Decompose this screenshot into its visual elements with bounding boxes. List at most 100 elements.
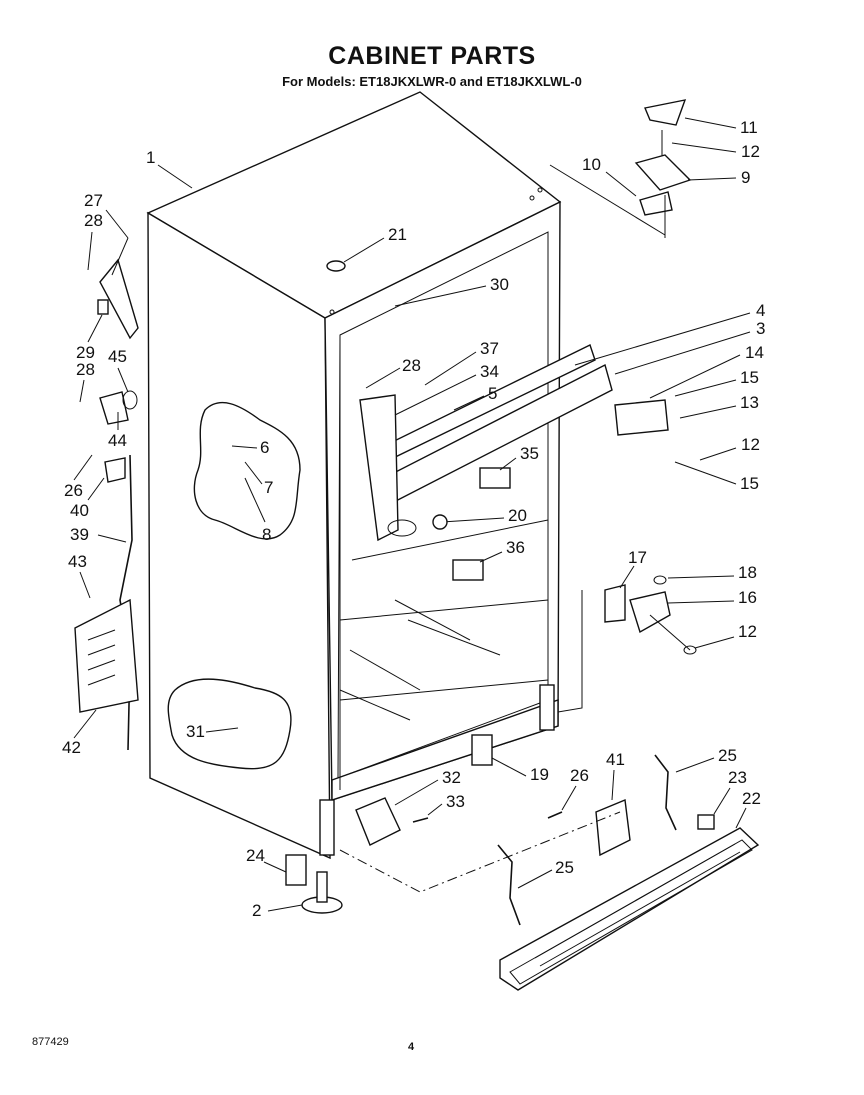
callout-3: 3 <box>614 319 765 375</box>
side-cutout-upper <box>193 401 301 540</box>
hinge-bar-assembly <box>359 344 669 581</box>
callout-label-15a: 15 <box>740 368 759 387</box>
callout-label-10: 10 <box>582 155 601 174</box>
callout-26a: 26 <box>561 766 589 811</box>
callout-label-12a: 12 <box>741 142 760 161</box>
diagram-subtitle: For Models: ET18JKXLWR-0 and ET18JKXLWL-… <box>282 74 582 89</box>
callout-12b: 12 <box>699 435 760 461</box>
callout-label-34: 34 <box>480 362 499 381</box>
callout-12c: 12 <box>694 622 757 649</box>
callout-label-15b: 15 <box>740 474 759 493</box>
callout-label-26b: 26 <box>64 481 83 500</box>
callout-label-20: 20 <box>508 506 527 525</box>
callout-label-43: 43 <box>68 552 87 571</box>
callout-4: 4 <box>574 301 765 366</box>
callout-label-42: 42 <box>62 738 81 757</box>
callout-25b: 25 <box>517 858 574 889</box>
callout-45: 45 <box>108 347 129 393</box>
callout-label-18: 18 <box>738 563 757 582</box>
callout-32: 32 <box>394 768 461 806</box>
callout-label-44: 44 <box>108 431 127 450</box>
callout-label-1: 1 <box>146 148 155 167</box>
callout-label-22: 22 <box>742 789 761 808</box>
callout-label-41: 41 <box>606 750 625 769</box>
callout-label-40: 40 <box>70 501 89 520</box>
callout-label-45: 45 <box>108 347 127 366</box>
callout-label-30: 30 <box>490 275 509 294</box>
page-number: 4 <box>408 1041 415 1053</box>
callout-33: 33 <box>427 792 465 816</box>
callout-14: 14 <box>649 343 764 399</box>
callout-label-28c: 28 <box>402 356 421 375</box>
callout-label-5: 5 <box>488 384 497 403</box>
callout-41: 41 <box>606 750 625 801</box>
callout-23: 23 <box>713 768 747 815</box>
callout-39: 39 <box>70 525 127 544</box>
callout-label-14: 14 <box>745 343 764 362</box>
callout-28a: 28 <box>84 211 103 271</box>
side-cutout-lower <box>167 678 292 770</box>
callout-label-16: 16 <box>738 588 757 607</box>
callout-label-4: 4 <box>756 301 765 320</box>
callout-16: 16 <box>667 588 757 607</box>
callout-label-23: 23 <box>728 768 747 787</box>
callout-label-33: 33 <box>446 792 465 811</box>
callout-40: 40 <box>70 477 105 520</box>
callout-21: 21 <box>326 225 407 272</box>
callout-label-28b: 28 <box>76 360 95 379</box>
callout-17: 17 <box>619 548 647 589</box>
callout-18: 18 <box>667 563 757 582</box>
callout-27: 27 <box>84 191 129 276</box>
callout-label-13: 13 <box>740 393 759 412</box>
callout-label-37: 37 <box>480 339 499 358</box>
cabinet-shell <box>146 91 562 860</box>
callout-36: 36 <box>479 538 525 563</box>
callout-label-3: 3 <box>756 319 765 338</box>
callout-labels: 1 2 3 4 5 6 7 8 9 10 11 12 12 12 13 14 1… <box>62 117 765 920</box>
bottom-parts <box>285 734 760 991</box>
callout-11: 11 <box>684 117 758 137</box>
callout-13: 13 <box>679 393 759 419</box>
callout-6: 6 <box>231 438 269 457</box>
diagram-title: CABINET PARTS <box>328 42 536 70</box>
callout-29: 29 <box>76 314 103 362</box>
callout-label-28a: 28 <box>84 211 103 230</box>
callout-label-7: 7 <box>264 478 273 497</box>
callout-2: 2 <box>252 901 303 920</box>
callout-label-36: 36 <box>506 538 525 557</box>
callout-label-39: 39 <box>70 525 89 544</box>
callout-label-35: 35 <box>520 444 539 463</box>
callout-label-9: 9 <box>741 168 750 187</box>
callout-12a: 12 <box>671 142 760 161</box>
callout-label-32: 32 <box>442 768 461 787</box>
callout-label-29: 29 <box>76 343 95 362</box>
callout-label-25a: 25 <box>718 746 737 765</box>
callout-42: 42 <box>62 709 97 757</box>
callout-26b: 26 <box>64 454 93 500</box>
callout-label-24: 24 <box>246 846 265 865</box>
callout-label-25b: 25 <box>555 858 574 877</box>
callout-31: 31 <box>186 722 239 741</box>
callout-19: 19 <box>491 757 549 784</box>
callout-label-31: 31 <box>186 722 205 741</box>
callout-10: 10 <box>582 155 637 197</box>
callout-44: 44 <box>108 412 127 450</box>
callout-label-21: 21 <box>388 225 407 244</box>
callout-9: 9 <box>687 168 750 187</box>
callout-1: 1 <box>146 148 193 189</box>
callout-43: 43 <box>68 552 91 599</box>
callout-label-12c: 12 <box>738 622 757 641</box>
callout-8: 8 <box>244 477 271 544</box>
callout-28c: 28 <box>365 356 421 389</box>
callout-label-17: 17 <box>628 548 647 567</box>
callout-24: 24 <box>246 846 287 873</box>
callout-25a: 25 <box>675 746 737 773</box>
callout-22: 22 <box>735 789 761 829</box>
callout-15a: 15 <box>674 368 759 397</box>
callout-7: 7 <box>244 461 273 497</box>
callout-label-8: 8 <box>262 525 271 544</box>
callout-28b: 28 <box>76 360 95 403</box>
callout-30: 30 <box>394 275 509 307</box>
callout-label-19: 19 <box>530 765 549 784</box>
callout-label-26a: 26 <box>570 766 589 785</box>
